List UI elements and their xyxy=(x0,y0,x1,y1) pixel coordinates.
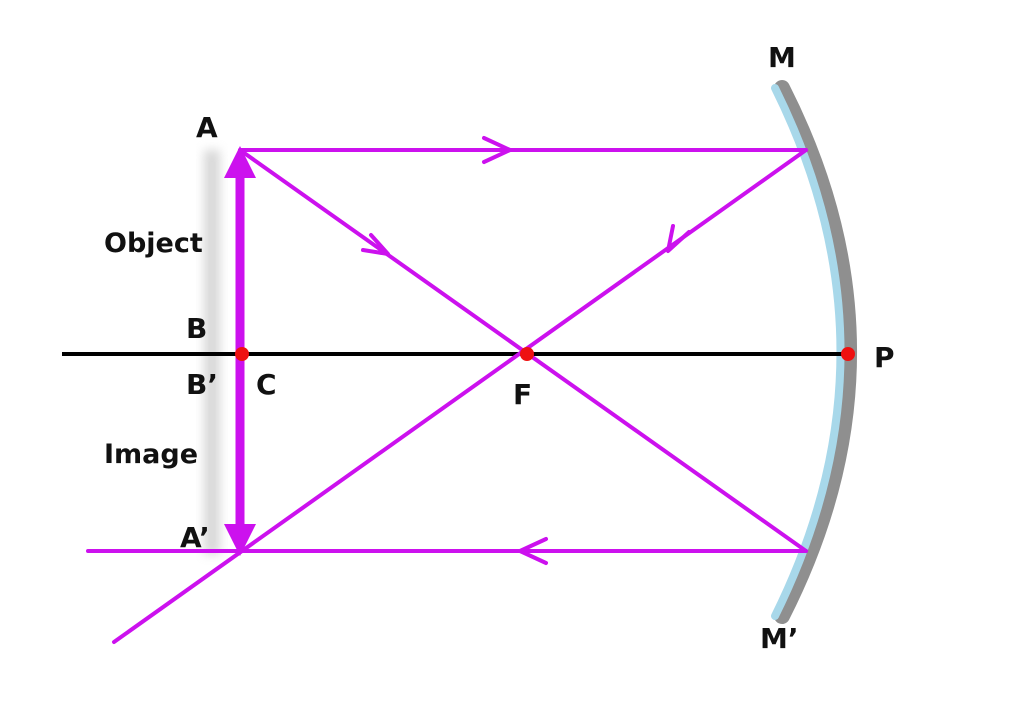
point-f xyxy=(520,347,534,361)
arrowhead-right xyxy=(482,136,512,164)
image-arrowhead-down xyxy=(224,524,256,556)
key-points xyxy=(235,347,855,361)
arrowhead-down-left xyxy=(666,224,691,253)
label-b-prime: B’ xyxy=(186,368,218,401)
label-c: C xyxy=(256,368,277,401)
point-p xyxy=(841,347,855,361)
label-object: Object xyxy=(104,228,203,259)
ray-direction-arrows xyxy=(361,136,691,565)
label-m: M xyxy=(768,41,796,74)
label-a: A xyxy=(196,111,218,144)
label-b: B xyxy=(186,312,207,345)
arrowhead-down-right xyxy=(361,233,390,256)
labels: A Object B B’ C F P M M’ Image A’ xyxy=(104,41,895,655)
object-arrowhead-up xyxy=(224,146,256,178)
label-a-prime: A’ xyxy=(180,521,210,554)
label-m-prime: M’ xyxy=(760,622,799,655)
label-f: F xyxy=(513,378,532,411)
arrowhead-left xyxy=(518,537,548,565)
label-image: Image xyxy=(104,439,198,470)
label-p: P xyxy=(874,341,895,374)
point-c xyxy=(235,347,249,361)
